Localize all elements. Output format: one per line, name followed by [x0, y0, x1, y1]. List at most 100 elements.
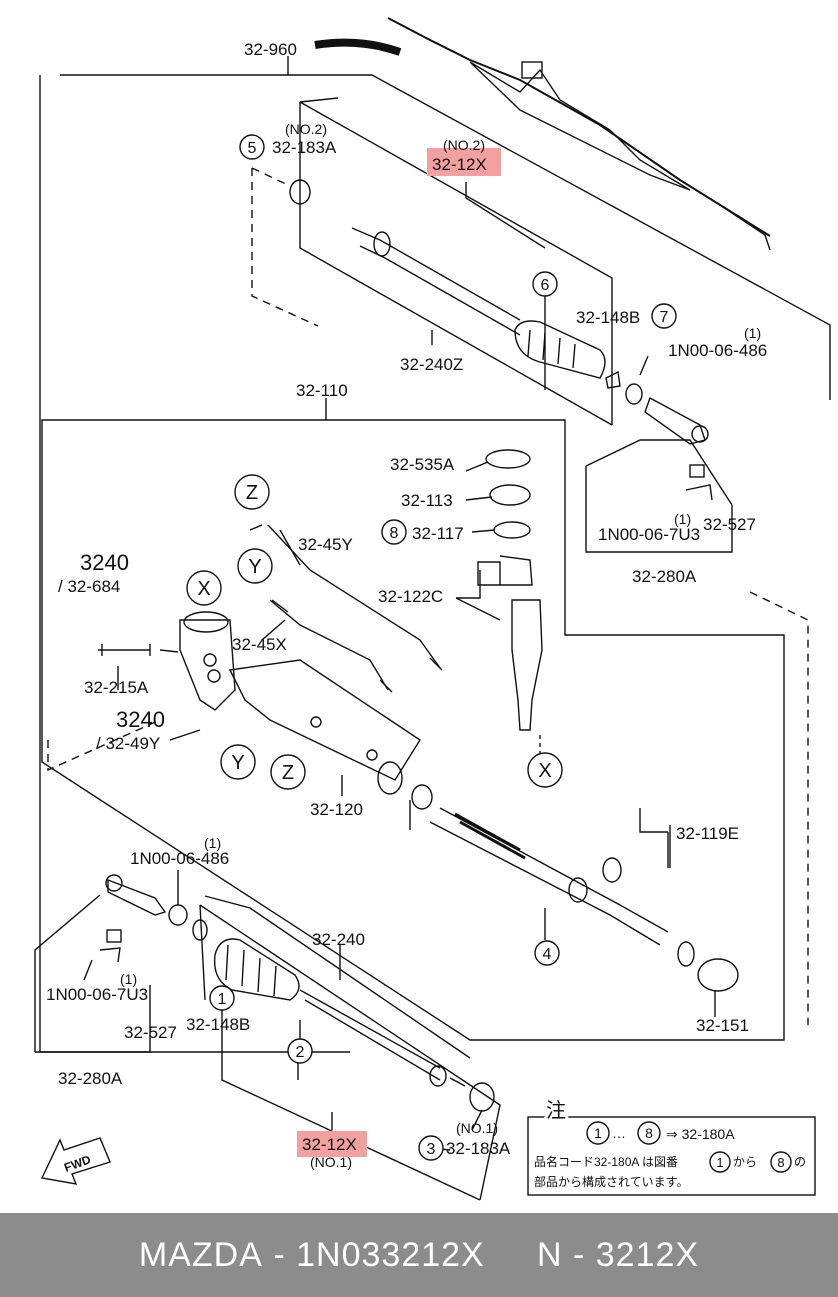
assy-pointer-arrow: [314, 38, 402, 56]
note-line2: 部品から構成されています。: [534, 1174, 688, 1189]
footer-short-code: N - 3212X: [536, 1235, 700, 1274]
callout-y-top: Y: [248, 556, 261, 578]
label-clip-l: 32-148B: [186, 1015, 250, 1034]
note-title: 注: [546, 1099, 566, 1122]
label-fwd: FWD: [62, 1152, 93, 1175]
fwd-arrow-shape: [40, 1137, 111, 1185]
callout-4: 4: [543, 946, 552, 963]
callout-z-top: Z: [246, 482, 258, 504]
callout-8: 8: [390, 525, 399, 542]
label-assy: 32-960: [244, 40, 297, 59]
boot-band-no2-shape: [289, 179, 311, 205]
label-boot-band-no1: 32-183A: [446, 1139, 511, 1158]
label-seal-a: 32-535A: [390, 455, 455, 474]
rack-shape: [429, 807, 669, 946]
boot-band-no1-shape: [469, 1082, 495, 1112]
label-nut-left: 1N00-06-486: [130, 849, 229, 868]
label-pinion: 32-122C: [378, 587, 443, 606]
callout-x-bottom: X: [538, 760, 551, 782]
highlight-tie-rod-no1: [297, 1131, 367, 1157]
note-line1-c: から: [733, 1155, 757, 1169]
label-nut-left-tag: (1): [204, 835, 221, 851]
pipe-y: [269, 599, 389, 691]
label-tie-end-r: 32-280A: [632, 567, 697, 586]
footer-brand: MAZDA: [138, 1235, 263, 1274]
boot-upper-shape: [514, 320, 606, 379]
note-line1-d: 8: [777, 1155, 784, 1170]
label-bolt: 32-215A: [84, 678, 149, 697]
highlight-tie-rod-no2: [427, 148, 501, 176]
callout-z-bottom: Z: [282, 762, 294, 784]
label-boot-band-no1-tag: (NO.1): [456, 1120, 498, 1136]
note-line1-e: の: [794, 1155, 806, 1169]
label-boot-band-no2-tag: (NO.2): [285, 121, 327, 137]
seal-b-shape: [697, 958, 739, 992]
label-bearing: 32-113: [401, 491, 453, 510]
label-clip-left: 32-527: [124, 1023, 177, 1042]
callout-1: 1: [218, 991, 227, 1008]
label-inner-rod: 32-240Z: [400, 355, 463, 374]
callout-7: 7: [660, 309, 669, 326]
pipe-z: [267, 524, 441, 669]
assy-thumbnail-valve: [521, 61, 543, 79]
callout-3: 3: [427, 1141, 436, 1158]
seal-a-shape: [485, 449, 531, 469]
label-pin-left: 1N00-06-7U3: [46, 985, 148, 1004]
tie-rod-end-l-shape: [107, 878, 167, 916]
label-nut-top-tag: (1): [744, 325, 761, 341]
note-range-from: 1: [594, 1125, 602, 1141]
inner-rod-upper-shape: [351, 227, 521, 336]
label-valve-line-y: 32-45X: [232, 635, 287, 654]
label-tie-end-r-pin: 1N00-06-7U3: [598, 525, 700, 544]
note-line1-b: 1: [716, 1155, 723, 1170]
label-clip-r: 32-148B: [576, 308, 640, 327]
note-range-to: 8: [645, 1125, 653, 1141]
footer-sep: -: [273, 1235, 286, 1274]
note-box: [527, 1116, 816, 1196]
label-valve-line-z: 32-45Y: [298, 535, 353, 554]
label-nut-top: 1N00-06-486: [668, 341, 767, 360]
frame-lower-box: [199, 904, 501, 1201]
nut-top-shape: [625, 383, 643, 405]
frame-outline-top: [39, 74, 831, 1053]
tie-rod-end-r-shape: [644, 396, 706, 445]
bolt-shape: [98, 644, 151, 656]
label-tie-rod-no2: 32-12X: [432, 155, 487, 174]
inner-rod-lower-shape: [299, 989, 441, 1081]
label-tie-rod-no1: 32-12X: [302, 1135, 357, 1154]
bearing-shape: [489, 484, 531, 506]
label-tie-end-r-pin-tag: (1): [674, 511, 691, 527]
label-ref-3240-a: 3240: [80, 550, 129, 575]
label-tie-end-r-clip: 32-527: [703, 515, 756, 534]
label-pin-left-tag: (1): [120, 971, 137, 987]
footer-bar: MAZDA - 1N033212X N - 3212X: [0, 1213, 838, 1297]
oring-shape: [493, 521, 531, 539]
frame-gear-sub: [41, 419, 785, 1041]
label-seal-b: 32-151: [696, 1016, 749, 1035]
parts-diagram: 32-960 32-12X (NO.2) 32-183A (NO.2) 32-2…: [34, 17, 831, 1201]
label-ref-49y: / 32-49Y: [96, 734, 160, 753]
boot-lower-shape: [213, 938, 300, 1001]
assy-thumbnail-body: [469, 61, 691, 191]
gear-housing-shape: [179, 619, 236, 711]
callout-x-top: X: [197, 578, 210, 600]
label-ref-684: / 32-684: [58, 577, 120, 596]
label-rack: 32-119E: [676, 824, 739, 843]
callout-6: 6: [541, 277, 550, 294]
callout-2: 2: [296, 1044, 305, 1061]
label-oring: 32-117: [412, 524, 464, 543]
label-housing: 32-120: [310, 800, 363, 819]
footer-part-no: 1N033212X: [296, 1235, 485, 1274]
label-gear-sub: 32-110: [296, 381, 348, 400]
label-tie-rod-no2-tag: (NO.2): [443, 137, 485, 153]
note-line1-a: 品名コード32-180A は図番: [534, 1154, 678, 1169]
callout-5: 5: [248, 140, 257, 157]
note-range-result: ⇒ 32-180A: [666, 1126, 735, 1142]
note-range-dots: …: [612, 1125, 626, 1141]
label-ref-3240-b: 3240: [116, 707, 165, 732]
callout-y-bottom: Y: [231, 752, 244, 774]
label-inner-rod-l: 32-240: [312, 930, 365, 949]
assy-thumbnail-rack: [387, 17, 771, 237]
pinion-shaft: [511, 599, 543, 731]
housing-end-ring: [377, 761, 403, 795]
